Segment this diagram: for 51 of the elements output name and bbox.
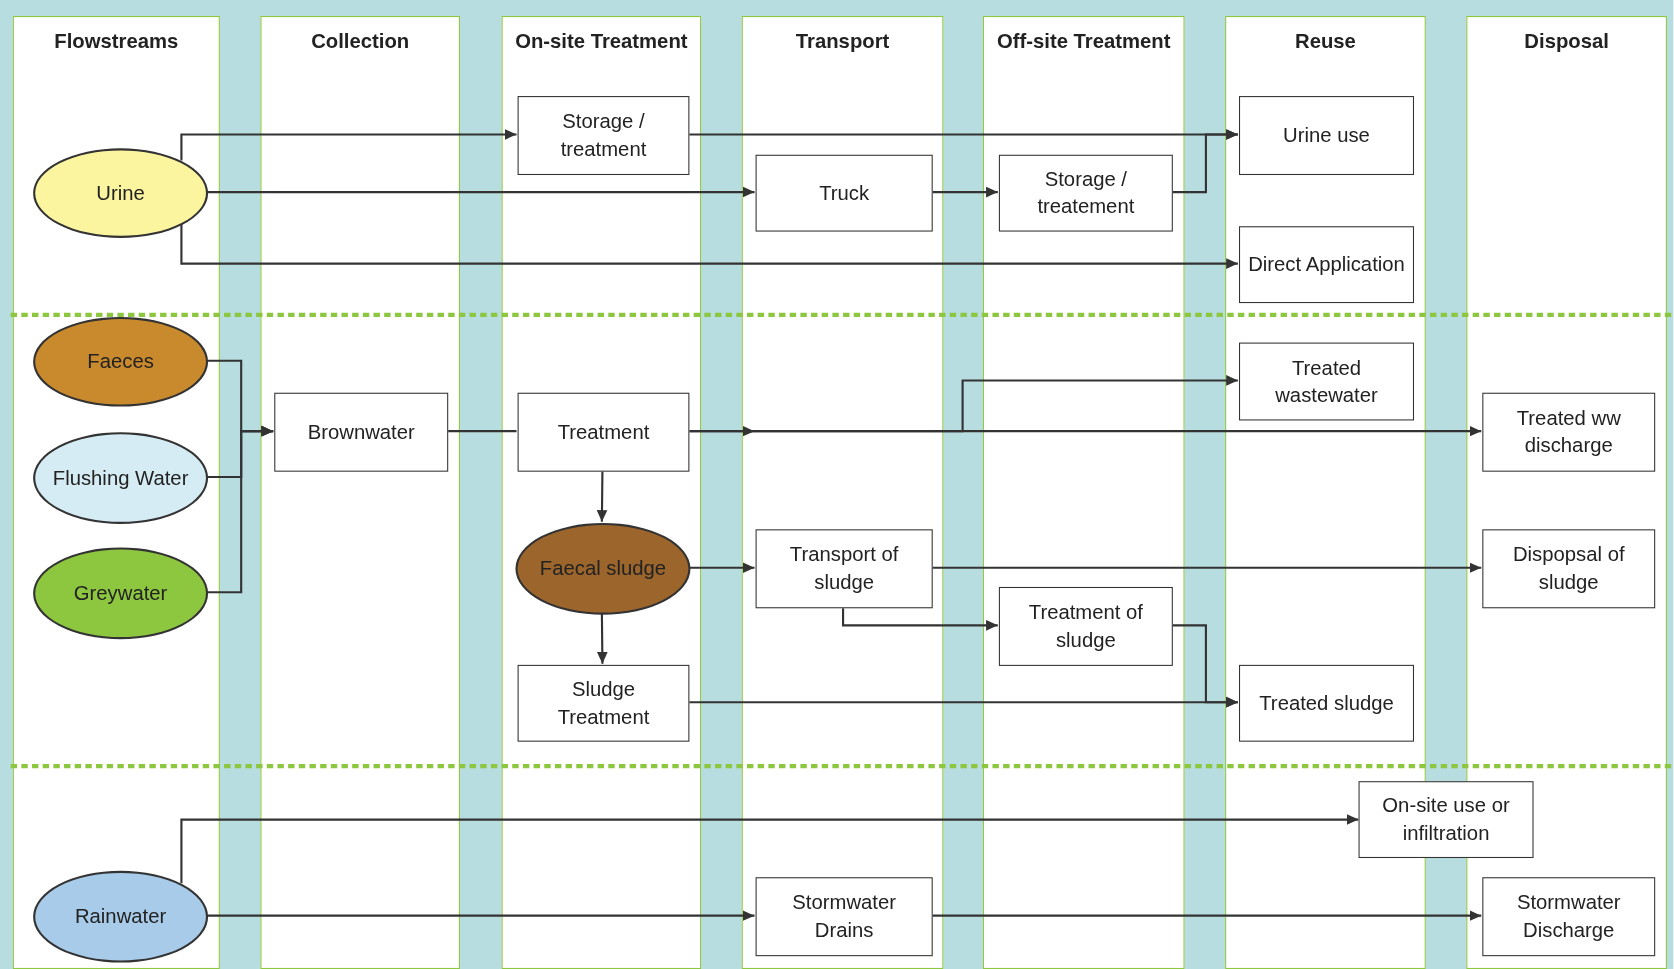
flowstream-ellipse: Urine — [33, 148, 209, 238]
process-box: Treated ww discharge — [1482, 392, 1656, 472]
arrow — [180, 223, 1238, 269]
arrow — [180, 129, 517, 161]
arrow — [931, 186, 998, 198]
process-box: Direct Application — [1239, 226, 1414, 304]
lane-header: Flowstreams — [53, 28, 180, 55]
lane-header: Disposal — [1523, 28, 1610, 55]
process-box: Treatment of sludge — [998, 586, 1173, 666]
lane-header: Collection — [310, 28, 411, 55]
process-box: Treated wastewater — [1239, 342, 1414, 421]
flowstream-ellipse: Flushing Water — [33, 432, 209, 524]
flowstream-ellipse: Rainwater — [33, 870, 209, 963]
process-box: On-site use or infiltration — [1358, 781, 1534, 858]
arrow — [688, 696, 1238, 708]
lane-header: Off-site Treatment — [995, 28, 1172, 55]
process-box: Storage / treatement — [998, 154, 1173, 232]
lane-header: Transport — [794, 28, 891, 55]
arrow — [931, 562, 1482, 574]
arrow — [688, 426, 1482, 437]
process-box: Dispopsal of sludge — [1482, 529, 1656, 609]
arrow — [596, 470, 608, 522]
process-box: Treated sludge — [1239, 664, 1414, 742]
arrow — [931, 910, 1482, 921]
lane-header: Reuse — [1294, 28, 1357, 55]
swimlane — [12, 16, 220, 969]
arrow — [180, 814, 1359, 884]
arrow — [207, 425, 274, 594]
swimlane — [260, 16, 460, 969]
swimlane — [501, 16, 702, 969]
arrow — [689, 562, 755, 574]
process-box: Transport of sludge — [755, 529, 933, 609]
flowstream-ellipse: Faeces — [33, 316, 209, 407]
process-box: Truck — [755, 154, 933, 232]
process-box: Urine use — [1239, 96, 1414, 175]
flowstream-ellipse: Faecal sludge — [515, 522, 691, 615]
process-box: Sludge Treatment — [517, 664, 690, 742]
flowstream-ellipse: Greywater — [33, 547, 209, 640]
arrow — [1171, 129, 1238, 194]
process-box: Storage / treatment — [517, 96, 690, 175]
swimlane — [741, 16, 944, 969]
process-box: Stormwater Discharge — [1482, 877, 1656, 957]
swimlane — [982, 16, 1185, 969]
arrow — [207, 910, 755, 921]
lane-header: On-site Treatment — [514, 28, 689, 55]
arrow — [207, 186, 755, 198]
arrow — [842, 607, 998, 631]
process-box: Treatment — [517, 392, 690, 472]
process-box: Stormwater Drains — [755, 877, 933, 957]
arrow — [596, 613, 608, 664]
process-box: Brownwater — [274, 392, 449, 472]
